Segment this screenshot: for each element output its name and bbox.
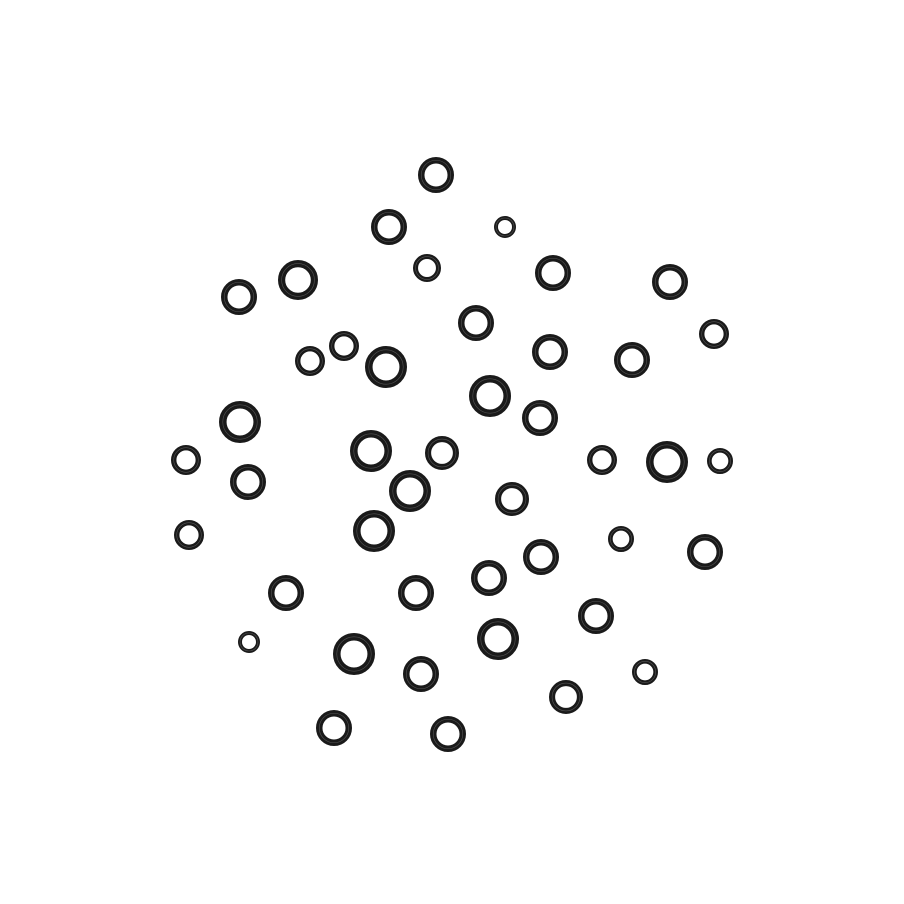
ring-39: [476, 618, 519, 661]
ring-38: [332, 633, 375, 676]
ring-17: [218, 400, 261, 443]
ring-3: [494, 216, 516, 238]
ring-25: [230, 463, 267, 500]
ring-19: [349, 429, 392, 472]
ring-12: [295, 346, 326, 377]
ring-44: [429, 715, 466, 752]
ring-group: [170, 157, 734, 752]
ring-40: [402, 655, 439, 692]
ring-9: [457, 304, 494, 341]
ring-37: [238, 631, 260, 653]
ring-24: [707, 447, 734, 474]
ring-2: [370, 209, 407, 246]
ring-1: [417, 157, 454, 194]
ring-7: [221, 278, 258, 315]
ring-18: [521, 399, 558, 436]
ring-43: [315, 709, 352, 746]
ring-33: [267, 574, 304, 611]
ring-8: [651, 263, 688, 300]
ring-11: [329, 331, 360, 362]
ring-28: [352, 510, 395, 553]
ring-30: [522, 538, 559, 575]
ring-10: [699, 319, 730, 350]
ring-5: [534, 254, 571, 291]
ring-16: [468, 374, 511, 417]
ring-26: [388, 469, 431, 512]
ring-32: [686, 533, 723, 570]
ring-14: [613, 341, 650, 378]
ring-20: [424, 435, 459, 470]
ring-42: [548, 679, 583, 714]
ring-34: [397, 574, 434, 611]
ring-21: [170, 445, 201, 476]
ring-4: [412, 253, 441, 282]
ring-35: [470, 559, 507, 596]
ring-31: [608, 526, 635, 553]
ring-15: [364, 345, 407, 388]
ring-22: [587, 445, 618, 476]
ring-36: [577, 597, 614, 634]
ring-23: [646, 440, 689, 483]
ring-29: [173, 520, 204, 551]
ring-6: [278, 260, 319, 301]
ring-41: [632, 659, 659, 686]
ring-13: [531, 333, 568, 370]
ring-27: [494, 481, 529, 516]
